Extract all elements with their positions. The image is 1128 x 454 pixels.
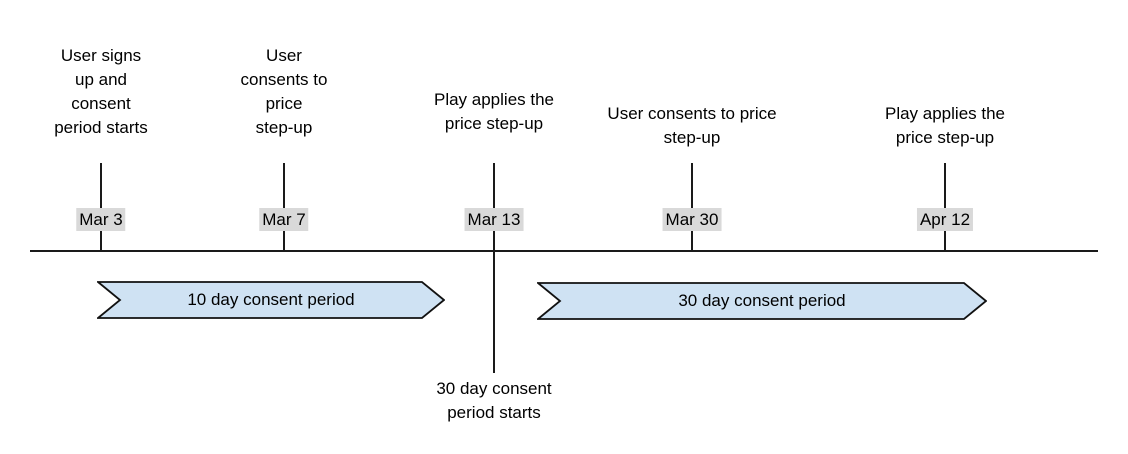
period-banner-label: 10 day consent period — [187, 290, 355, 309]
event-description: User consents to price step-up — [607, 104, 777, 147]
period-banner-label: 30 day consent period — [678, 291, 846, 310]
timeline-axis-line — [30, 250, 1098, 252]
event-tick-line — [283, 163, 285, 252]
period-banner-30-day: 30 day consent period — [537, 282, 987, 320]
event-description: Play applies the price step-up — [433, 90, 555, 133]
event-date-badge: Mar 3 — [76, 208, 126, 231]
event-description: User consents to price step-up — [240, 46, 328, 137]
event-tick-line — [100, 163, 102, 252]
event-description: Play applies the price step-up — [884, 104, 1006, 147]
banner-arrow-shape — [97, 281, 445, 319]
event-note-below-axis: 30 day consent period starts — [436, 379, 552, 422]
event-date-badge: Mar 30 — [662, 208, 722, 231]
event-date-badge: Apr 12 — [916, 208, 974, 231]
event-tick-line — [691, 163, 693, 252]
event-description: User signs up and consent period starts — [54, 46, 148, 137]
banner-arrow-shape — [537, 282, 987, 320]
event-tick-line — [493, 163, 495, 373]
event-date-badge: Mar 7 — [259, 208, 309, 231]
event-tick-line — [944, 163, 946, 252]
event-date-badge: Mar 13 — [464, 208, 524, 231]
period-banner-10-day: 10 day consent period — [97, 281, 445, 319]
